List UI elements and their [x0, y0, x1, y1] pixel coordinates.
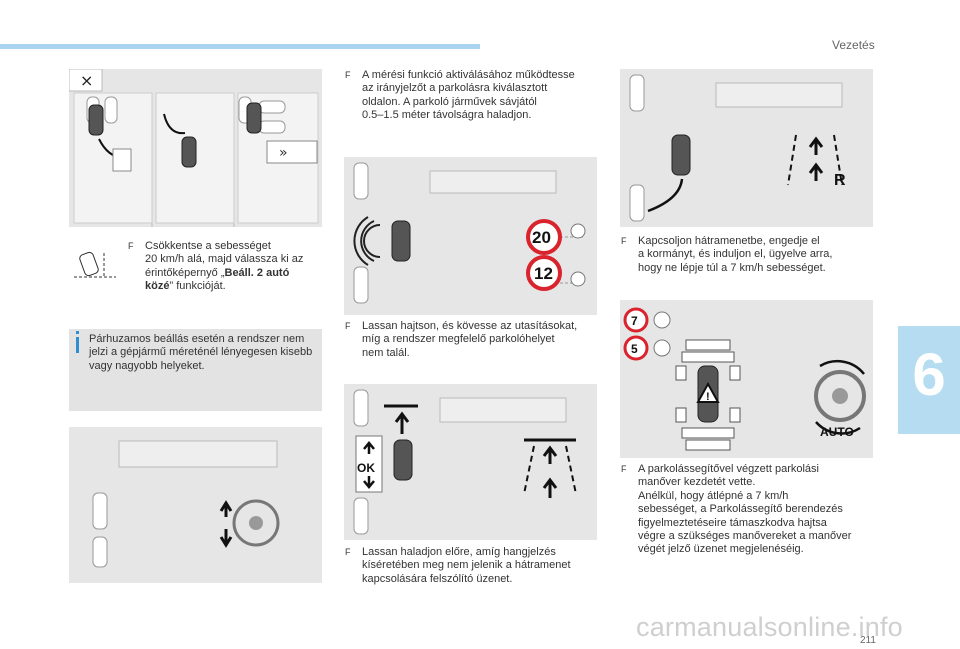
svg-text:!: !: [706, 391, 710, 403]
section-title: Vezetés: [832, 38, 875, 52]
ok-label: OK: [357, 461, 375, 475]
info-note-text: Párhuzamos beállás esetén a rendszer nem…: [89, 333, 313, 372]
speed-sign-7: 7: [631, 314, 638, 328]
reverse-gear-label: R: [834, 172, 846, 189]
steering-wheel-icon: [653, 311, 671, 329]
parking-overview-drawing: × »: [69, 69, 319, 227]
bullet-icon: F: [128, 241, 134, 251]
auto-label: AUTO: [820, 425, 854, 439]
speed-sign-5: 5: [631, 342, 638, 356]
speed-sign-20: 20: [532, 228, 551, 247]
steering-wheel-icon: [570, 271, 586, 287]
chapter-number: 6: [912, 341, 946, 408]
page-number: 211: [860, 635, 876, 646]
auto-steering-icon: [814, 370, 866, 422]
watermark: carmanualsonline.info: [636, 612, 903, 642]
speed-sign-12: 12: [534, 264, 553, 283]
chapter-tab: 6: [898, 326, 960, 434]
steering-wheel-drawing: [92, 440, 280, 568]
forward-stop-drawing: OK: [353, 389, 577, 535]
automatic-steering-drawing: 7 5 ! AUTO: [623, 307, 866, 451]
steering-wheel-icon: [653, 339, 671, 357]
header-accent-bar: [0, 44, 480, 49]
reverse-gear-drawing: R: [629, 74, 846, 222]
close-icon: ×: [80, 71, 93, 90]
parallel-parking-icon: [74, 251, 116, 278]
space-measurement-drawing: 20 12: [353, 162, 586, 304]
info-note: Párhuzamos beállás esetén a rendszer nem…: [69, 329, 322, 411]
steering-wheel-icon: [232, 499, 280, 547]
info-icon: [76, 331, 79, 334]
steering-wheel-icon: [570, 223, 586, 239]
svg-text:»: »: [279, 145, 288, 161]
